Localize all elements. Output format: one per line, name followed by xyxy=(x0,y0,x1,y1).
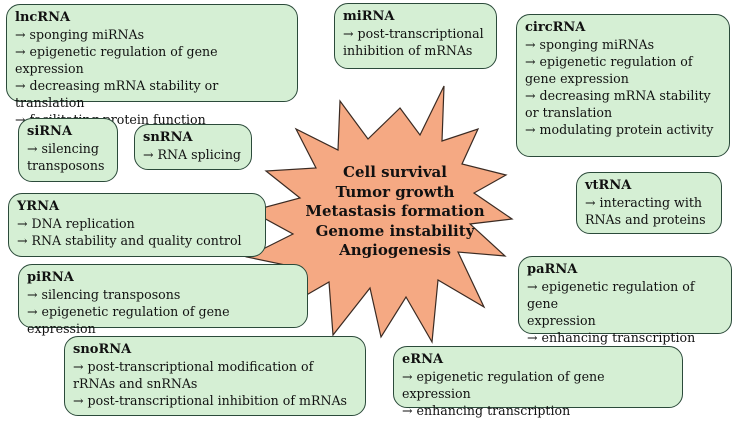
snorna-box: snoRNA → post-transcriptional modificati… xyxy=(64,336,366,416)
erna-line: → enhancing transcription xyxy=(402,403,571,418)
snorna-line: rRNAs and snRNAs xyxy=(73,376,198,391)
erna-line: → epigenetic regulation of gene expressi… xyxy=(402,369,605,401)
circrna-line: or translation xyxy=(525,105,613,120)
snrna-line: → RNA splicing xyxy=(143,147,241,162)
lncrna-title: lncRNA xyxy=(15,10,71,25)
parna-line: expression xyxy=(527,313,596,328)
snorna-line: → post-transcriptional inhibition of mRN… xyxy=(73,393,348,408)
circrna-line: → decreasing mRNA stability xyxy=(525,88,711,103)
parna-line: → epigenetic regulation of gene xyxy=(527,279,695,311)
vtrna-line: → interacting with xyxy=(585,195,703,210)
circrna-box: circRNA → sponging miRNAs → epigenetic r… xyxy=(516,14,730,157)
sirna-line: → silencing xyxy=(27,141,99,156)
circrna-line: gene expression xyxy=(525,71,629,86)
vtrna-title: vtRNA xyxy=(585,178,632,193)
snrna-title: snRNA xyxy=(143,130,193,145)
lncrna-line: → decreasing mRNA stability or translati… xyxy=(15,78,219,110)
snorna-line: → post-transcriptional modification of xyxy=(73,359,314,374)
outcome-cell-survival: Cell survival xyxy=(343,163,447,181)
lncrna-line: → sponging miRNAs xyxy=(15,27,145,42)
circrna-line: → epigenetic regulation of xyxy=(525,54,693,69)
pirna-line: → silencing transposons xyxy=(27,287,181,302)
outcome-metastasis: Metastasis formation xyxy=(305,202,485,220)
snorna-title: snoRNA xyxy=(73,342,132,357)
yrna-box: YRNA → DNA replication → RNA stability a… xyxy=(8,193,266,257)
erna-box: eRNA → epigenetic regulation of gene exp… xyxy=(393,346,683,418)
circrna-line: → modulating protein activity xyxy=(525,122,714,137)
mirna-line: inhibition of mRNAs xyxy=(343,43,473,58)
parna-title: paRNA xyxy=(527,262,578,277)
pirna-title: piRNA xyxy=(27,270,74,285)
sirna-box: siRNA → silencing transposons xyxy=(18,118,118,182)
lncrna-line: → epigenetic regulation of gene expressi… xyxy=(15,44,218,76)
yrna-title: YRNA xyxy=(17,199,60,214)
sirna-title: siRNA xyxy=(27,124,73,139)
outcome-angiogenesis: Angiogenesis xyxy=(339,241,451,259)
circrna-line: → sponging miRNAs xyxy=(525,37,655,52)
pirna-box: piRNA → silencing transposons → epigenet… xyxy=(18,264,308,336)
lncrna-box: lncRNA → sponging miRNAs → epigenetic re… xyxy=(6,4,298,127)
center-outcomes: Cell survival Tumor growth Metastasis fo… xyxy=(290,163,500,261)
star-shape xyxy=(245,85,514,344)
parna-box: paRNA → epigenetic regulation of gene ex… xyxy=(518,256,732,345)
vtrna-box: vtRNA → interacting with RNAs and protei… xyxy=(576,172,722,234)
mirna-line: → post-transcriptional xyxy=(343,26,484,41)
mirna-title: miRNA xyxy=(343,9,395,24)
yrna-line: → DNA replication xyxy=(17,216,135,231)
erna-title: eRNA xyxy=(402,352,444,367)
vtrna-line: RNAs and proteins xyxy=(585,212,706,227)
parna-line: → enhancing transcription xyxy=(527,330,696,345)
circrna-title: circRNA xyxy=(525,20,586,35)
outcome-tumor-growth: Tumor growth xyxy=(335,182,455,201)
sirna-line: transposons xyxy=(27,158,105,173)
yrna-line: → RNA stability and quality control xyxy=(17,233,242,248)
pirna-line: → epigenetic regulation of gene expressi… xyxy=(27,304,230,336)
snrna-box: snRNA → RNA splicing xyxy=(134,124,252,170)
mirna-box: miRNA → post-transcriptional inhibition … xyxy=(334,3,497,69)
outcome-genome-instability: Genome instability xyxy=(315,221,475,240)
